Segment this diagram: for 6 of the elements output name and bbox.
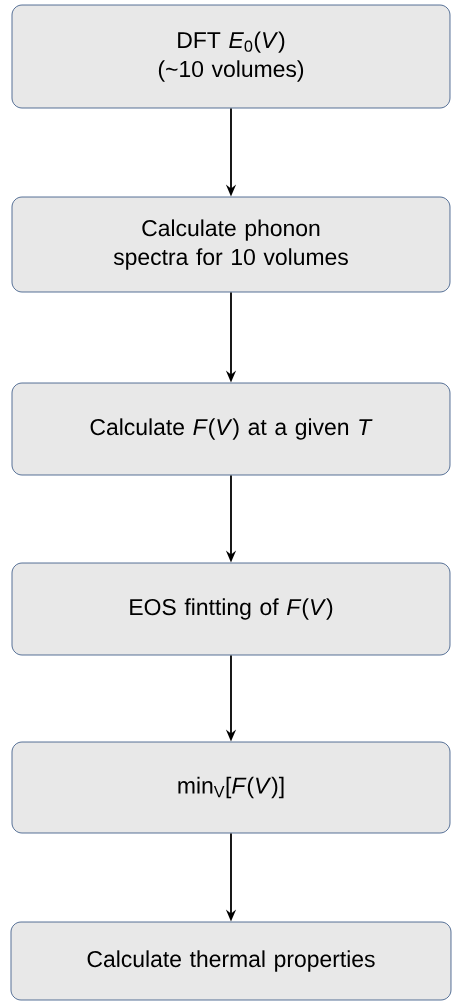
process-box: Calculate F(V) at a given T xyxy=(11,382,451,476)
process-box: Calculate phonon spectra for 10 volumes xyxy=(11,196,451,293)
process-box: DFT E$_{0}$(V) (~10 volumes) xyxy=(11,4,451,109)
process-box: Calculate thermal properties xyxy=(10,921,452,1001)
process-box: EOS fintting of F(V) xyxy=(11,562,451,656)
process-box: min$_{V}$[F(V)] xyxy=(11,741,451,834)
